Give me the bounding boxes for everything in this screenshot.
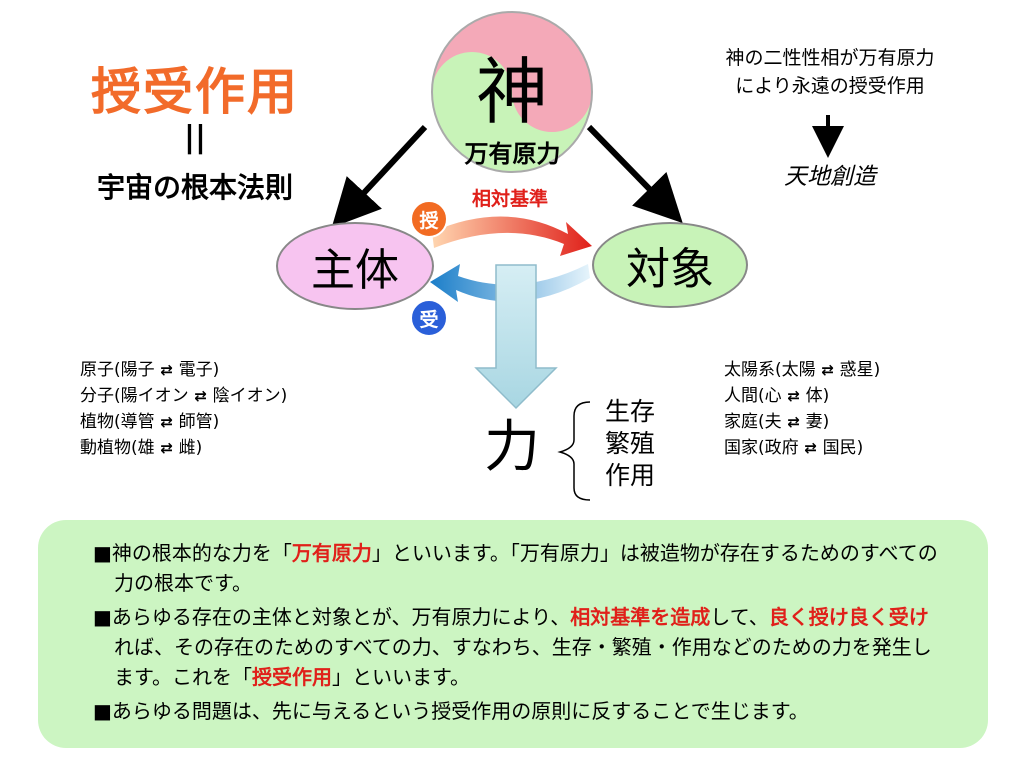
object-label: 対象 — [626, 244, 714, 295]
swap-icon: ⇄ — [787, 413, 800, 431]
example-row: 国家(政府⇄国民) — [724, 435, 880, 461]
explanation-paragraph: ■あらゆる存在の主体と対象とが、万有原力により、相対基準を造成して、良く授け良く… — [93, 605, 932, 689]
effect-item: 生存 — [605, 397, 656, 426]
effects-brace — [557, 401, 591, 501]
creation-note: 神の二性性相が万有原力 により永遠の授受作用 — [660, 44, 1000, 100]
subject-label: 主体 — [311, 245, 399, 296]
give-badge: 授 — [410, 200, 448, 238]
god-label: 神 — [475, 50, 548, 134]
equals-sign: || — [184, 120, 206, 155]
subject-oval: 主体 — [276, 222, 434, 310]
creation-note-line: により永遠の授受作用 — [735, 75, 925, 97]
swap-icon: ⇄ — [160, 413, 173, 431]
explanation-paragraph: ■あらゆる問題は、先に与えるという授受作用の原則に反することで生じます。 — [93, 699, 809, 723]
receive-arrow — [430, 264, 590, 302]
page-subtitle: 宇宙の根本法則 — [96, 171, 293, 204]
power-label: 力 — [484, 415, 540, 480]
swap-icon: ⇄ — [194, 387, 207, 405]
relation-label: 相対基準 — [471, 188, 548, 210]
effects-list: 生存 繁殖 作用 — [605, 396, 655, 492]
down-arrow — [474, 264, 558, 410]
explanation-paragraph: ■神の根本的な力を「万有原力」といいます。「万有原力」は被造物が存在するためのす… — [93, 541, 938, 595]
creation-note-line: 神の二性性相が万有原力 — [725, 47, 935, 69]
example-row: 動植物(雄⇄雌) — [80, 435, 287, 461]
swap-icon: ⇄ — [160, 361, 173, 379]
example-row: 植物(導管⇄師管) — [80, 409, 287, 435]
example-row: 人間(心⇄体) — [724, 383, 880, 409]
effect-item: 作用 — [605, 461, 656, 490]
object-oval: 対象 — [592, 222, 748, 308]
arrow-god-to-object — [586, 124, 683, 224]
receive-badge: 受 — [410, 299, 448, 337]
give-arrow — [432, 216, 592, 256]
swap-icon: ⇄ — [804, 439, 817, 457]
effect-item: 繁殖 — [605, 429, 656, 458]
examples-right: 太陽系(太陽⇄惑星) 人間(心⇄体) 家庭(夫⇄妻) 国家(政府⇄国民) — [724, 357, 880, 461]
explanation-box: ■神の根本的な力を「万有原力」といいます。「万有原力」は被造物が存在するためのす… — [38, 520, 988, 748]
swap-icon: ⇄ — [787, 387, 800, 405]
swap-icon: ⇄ — [821, 361, 834, 379]
creation-label: 天地創造 — [784, 164, 876, 190]
example-row: 家庭(夫⇄妻) — [724, 409, 880, 435]
example-row: 分子(陽イオン⇄陰イオン) — [80, 383, 287, 409]
god-circle — [431, 11, 593, 173]
example-row: 原子(陽子⇄電子) — [80, 357, 287, 383]
swap-icon: ⇄ — [160, 439, 173, 457]
example-row: 太陽系(太陽⇄惑星) — [724, 357, 880, 383]
page-title: 授受作用 — [91, 63, 299, 121]
arrow-god-to-subject — [331, 124, 428, 228]
examples-left: 原子(陽子⇄電子) 分子(陽イオン⇄陰イオン) 植物(導管⇄師管) 動植物(雄⇄… — [80, 357, 287, 461]
universal-force-label: 万有原力 — [464, 140, 561, 168]
